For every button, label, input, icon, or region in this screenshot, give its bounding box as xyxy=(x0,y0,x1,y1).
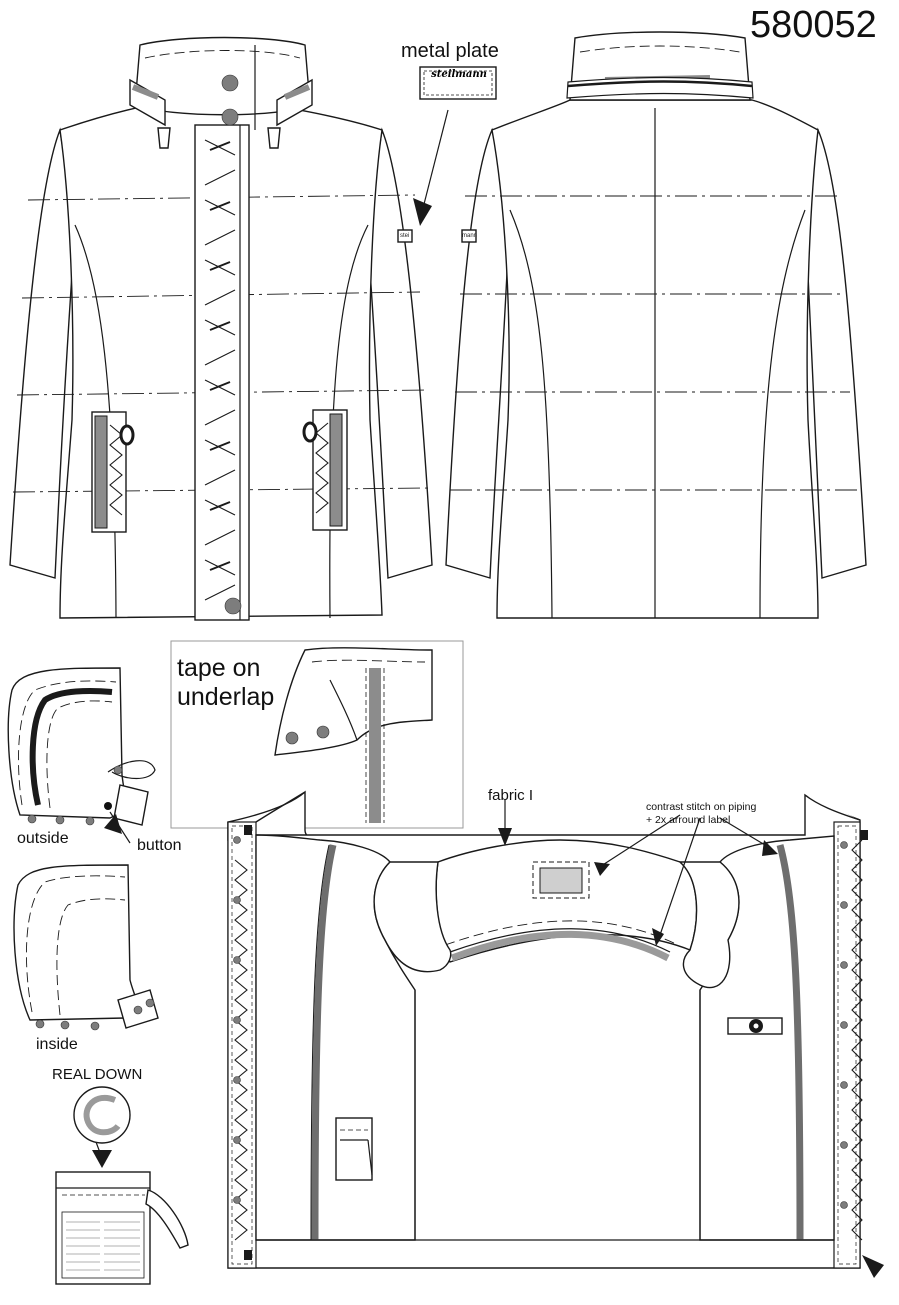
back-right-sleeve xyxy=(804,127,867,579)
collar-snap xyxy=(221,74,239,92)
drawcord-stopper-left xyxy=(119,424,135,446)
arrow-icon xyxy=(92,1150,112,1168)
style-number: 580052 xyxy=(750,4,877,46)
tape-detail-frame xyxy=(170,640,464,829)
arrow-icon xyxy=(498,828,512,846)
sleeve-plate-front xyxy=(397,229,413,243)
inner-pocket-label xyxy=(335,1117,373,1181)
sleeve-plate-back xyxy=(461,229,477,243)
metal-plate-label: metal plate xyxy=(401,40,499,62)
arrow-icon xyxy=(104,814,122,834)
tape-detail xyxy=(170,640,464,829)
fabric-label: fabric I xyxy=(488,787,534,804)
hood-tab xyxy=(113,784,149,826)
front-view xyxy=(9,36,433,621)
real-down-label xyxy=(55,1086,189,1285)
real-down-label: REAL DOWN xyxy=(52,1066,143,1083)
front-left-sleeve xyxy=(9,127,76,579)
front-right-sleeve xyxy=(366,127,433,579)
button-label: button xyxy=(137,837,182,854)
arrow-icon xyxy=(594,862,610,876)
lining-view xyxy=(227,790,884,1278)
outside-label: outside xyxy=(17,830,69,847)
sleeve-tag-back-text: mann xyxy=(462,233,478,239)
tape-on-underlap-label: tape on underlap xyxy=(177,654,275,711)
arrow-icon xyxy=(413,198,432,226)
care-label xyxy=(55,1171,151,1285)
collar-snap xyxy=(221,108,239,126)
hood-inside xyxy=(13,864,159,1031)
back-view xyxy=(445,31,867,619)
hood-outside xyxy=(7,667,156,844)
placket-zigzag-stitch xyxy=(204,139,236,601)
metal-plate-swatch xyxy=(419,66,497,100)
drawcord-stopper-right xyxy=(302,421,318,443)
contrast-stitch-line1: contrast stitch on piping xyxy=(646,801,757,813)
contrast-stitch-line2: + 2x arround label xyxy=(646,814,731,826)
arrow-icon xyxy=(652,928,664,946)
sleeve-tag-front-text: stei xyxy=(400,233,410,239)
metal-plate-callout xyxy=(413,66,497,226)
contrast-stitch-note: contrast stitch on piping + 2x arround l… xyxy=(646,801,756,827)
arrow-icon xyxy=(762,840,778,856)
drawcord-loop xyxy=(107,760,156,780)
inside-label: inside xyxy=(36,1036,78,1053)
plate-brand-text: steilmann xyxy=(431,69,487,80)
front-placket xyxy=(194,124,250,621)
hanger-loop xyxy=(145,1189,189,1249)
placket-snap xyxy=(224,597,242,615)
back-left-sleeve xyxy=(445,127,511,579)
quilt-line xyxy=(21,291,421,299)
